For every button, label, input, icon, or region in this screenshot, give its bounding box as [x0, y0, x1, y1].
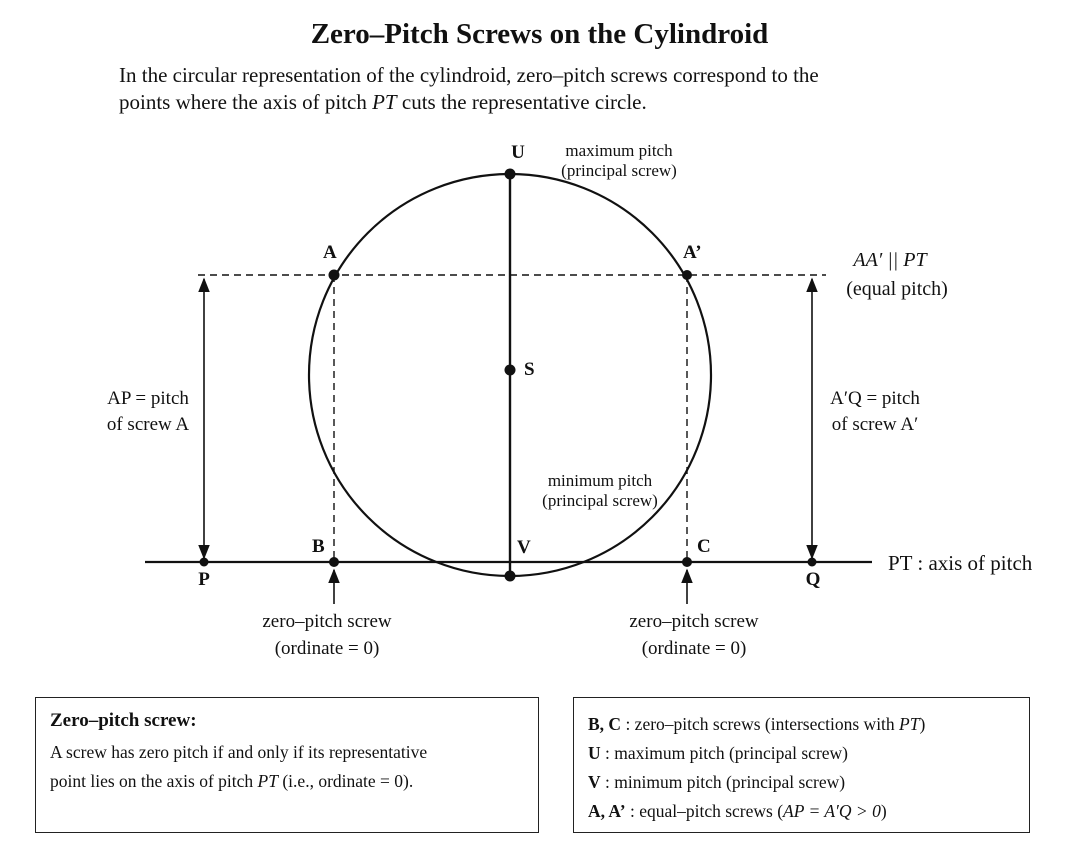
left-dim-line-2: of screw A	[107, 414, 190, 435]
definition-line-2: point lies on the axis of pitch	[50, 771, 258, 791]
max-pitch-line-2: (principal screw)	[561, 161, 677, 180]
legend-row: A, A’ : equal–pitch screws (AP = A′Q > 0…	[588, 797, 1015, 826]
label-b: B	[312, 536, 325, 557]
axis-label: PT : axis of pitch	[888, 551, 1033, 575]
legend-key: U	[588, 743, 601, 763]
zero-left-line-2: (ordinate = 0)	[275, 638, 380, 659]
legend-text: : minimum pitch (principal screw)	[600, 772, 846, 792]
left-dim-line-1: AP = pitch	[107, 388, 189, 409]
intro-line-1: In the circular representation of the cy…	[119, 63, 819, 87]
legend-key: V	[588, 772, 601, 792]
legend-row: V : minimum pitch (principal screw)	[588, 768, 1015, 797]
point-a	[328, 269, 340, 281]
legend-key: B, C	[588, 714, 622, 734]
point-s	[504, 364, 516, 376]
label-a-prime: A’	[683, 242, 702, 263]
right-dim-line-2: of screw A′	[832, 414, 918, 435]
point-b	[329, 557, 339, 567]
label-u: U	[511, 142, 525, 163]
point-u	[504, 168, 516, 180]
definition-line-1: A screw has zero pitch if and only if it…	[50, 742, 428, 762]
zero-right-line-1: zero–pitch screw	[629, 611, 759, 632]
legend-key: A, A’	[588, 801, 626, 821]
point-v	[504, 570, 516, 582]
definition-pt-var: PT	[257, 771, 278, 791]
intro-text: In the circular representation of the cy…	[119, 62, 939, 116]
intro-pt-var: PT	[372, 90, 397, 114]
definition-heading: Zero–pitch screw:	[50, 710, 197, 731]
legend-text: : zero–pitch screws (intersections with	[621, 714, 900, 734]
legend-text: : maximum pitch (principal screw)	[600, 743, 848, 763]
min-pitch-line-2: (principal screw)	[542, 491, 658, 510]
legend-row: B, C : zero–pitch screws (intersections …	[588, 710, 1015, 739]
legend-var: PT	[899, 714, 920, 734]
parallel-label-line-2: (equal pitch)	[846, 278, 948, 300]
legend-text: : equal–pitch screws (	[625, 801, 784, 821]
parallel-label-line-1: AA′ || PT	[851, 249, 928, 271]
definition-text: A screw has zero pitch if and only if it…	[50, 738, 524, 796]
point-p	[199, 557, 209, 567]
label-s: S	[524, 359, 535, 380]
label-q: Q	[806, 569, 821, 590]
point-a-prime	[682, 270, 692, 280]
point-c	[682, 557, 692, 567]
page-title: Zero–Pitch Screws on the Cylindroid	[310, 18, 769, 50]
intro-line-2: points where the axis of pitch	[119, 90, 373, 114]
legend-var: AP = A′Q > 0	[783, 801, 881, 821]
legend-box: B, C : zero–pitch screws (intersections …	[573, 697, 1030, 833]
point-q	[807, 557, 817, 567]
definition-box: Zero–pitch screw: A screw has zero pitch…	[35, 697, 539, 833]
max-pitch-line-1: maximum pitch	[565, 141, 673, 160]
label-v: V	[517, 537, 531, 558]
label-p: P	[198, 569, 210, 590]
zero-left-line-1: zero–pitch screw	[262, 611, 392, 632]
label-c: C	[697, 536, 711, 557]
legend-text-end: )	[919, 714, 926, 734]
intro-line-2-end: cuts the representative circle.	[396, 90, 647, 114]
legend-text-end: )	[880, 801, 887, 821]
definition-line-2-end: (i.e., ordinate = 0).	[277, 771, 414, 791]
label-a: A	[323, 242, 337, 263]
legend-row: U : maximum pitch (principal screw)	[588, 739, 1015, 768]
min-pitch-line-1: minimum pitch	[548, 471, 653, 490]
zero-right-line-2: (ordinate = 0)	[642, 638, 747, 659]
right-dim-line-1: A′Q = pitch	[830, 388, 920, 409]
